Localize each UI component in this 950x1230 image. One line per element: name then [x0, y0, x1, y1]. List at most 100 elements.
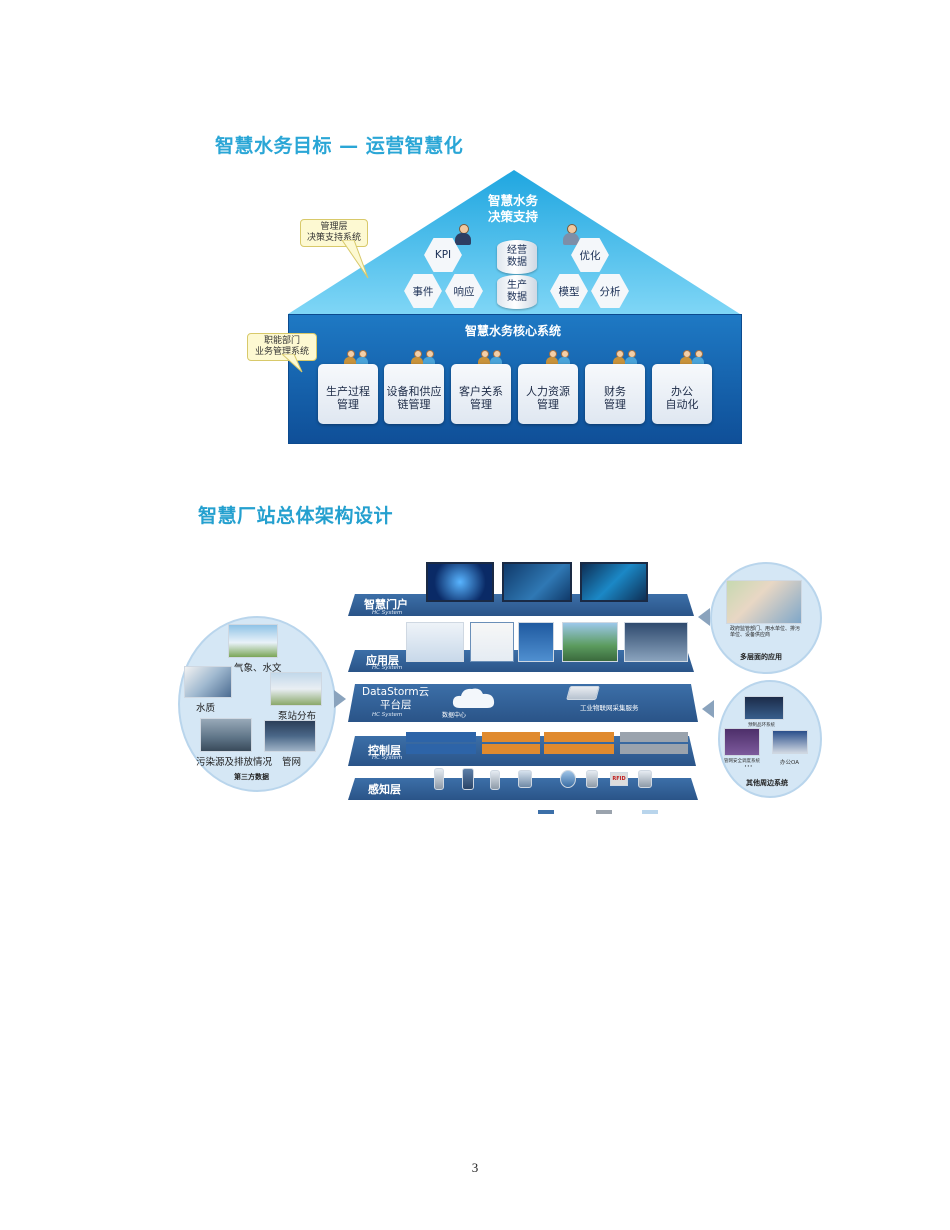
- business-data-cylinder: 经营数据: [497, 240, 537, 274]
- pollution-label: 污染源及排放情况: [196, 757, 273, 768]
- module-line1: 设备和供应: [386, 385, 442, 398]
- callout-line1: 管理层: [320, 222, 348, 232]
- production-data-cylinder: 生产数据: [497, 275, 537, 309]
- sensor-icon: [462, 768, 474, 790]
- application-layer-sub: HC System: [372, 665, 403, 671]
- analyst-person-icon: [562, 224, 580, 246]
- callout-pointer: [341, 240, 369, 279]
- app-screen-5: [624, 622, 688, 662]
- iot-label: 工业物联网采集服务: [580, 704, 639, 712]
- legend-swatch-light: [642, 810, 658, 814]
- sensor-icon: [434, 768, 444, 790]
- portal-layer-sub: HC System: [372, 610, 403, 616]
- sensor-icon: [638, 770, 652, 788]
- pump-label: 泵站分布: [278, 711, 317, 722]
- manager-person-icon: [454, 224, 472, 246]
- control-cell: [544, 732, 614, 742]
- output-arrow-icon: [698, 608, 710, 626]
- roof-title-line2: 决策支持: [487, 209, 538, 224]
- management-callout: 管理层 决策支持系统: [300, 219, 368, 247]
- module-line2: 管理: [604, 398, 626, 411]
- peripheral-sys3-label: 办公OA: [780, 760, 799, 766]
- portal-screen-1: [426, 562, 494, 602]
- module-office-automation: 办公自动化: [652, 364, 712, 424]
- platform-layer: [348, 684, 698, 722]
- users-icon: [411, 350, 437, 368]
- module-line1: 生产过程: [326, 385, 370, 398]
- platform-layer-name: DataStorm云: [362, 686, 430, 698]
- page-number: 3: [471, 1160, 479, 1175]
- figure2-title: 智慧厂站总体架构设计: [198, 505, 394, 527]
- platform-layer-sub: HC System: [372, 712, 403, 718]
- control-cell: [406, 744, 476, 754]
- module-line1: 人力资源: [526, 385, 570, 398]
- portal-layer-label: 智慧门户: [364, 598, 408, 611]
- peripheral-photo-3: [772, 730, 808, 754]
- sensor-icon: [586, 770, 598, 788]
- applications-text: 政府监管部门、用水单位、排污单位、设备供应商: [730, 626, 801, 638]
- rfid-tag: RFID: [610, 772, 628, 786]
- module-finance: 财务管理: [585, 364, 645, 424]
- control-layer-sub: HC System: [372, 755, 403, 761]
- callout-line1: 职能部门: [263, 336, 300, 346]
- application-layer-label: 应用层: [366, 654, 399, 667]
- cloud-icon: [452, 688, 495, 708]
- module-line1: 客户关系: [459, 385, 503, 398]
- weather-photo: [228, 624, 278, 658]
- module-line1: 办公: [671, 385, 693, 398]
- event-hex: 事件: [404, 274, 442, 308]
- department-callout: 职能部门 业务管理系统: [247, 333, 317, 361]
- app-screen-3: [518, 622, 554, 662]
- platform-layer-name2: 平台层: [380, 699, 412, 711]
- input-arrow-icon: [334, 690, 346, 708]
- business-data-line1: 经营: [507, 245, 527, 256]
- production-data-line2: 数据: [507, 292, 527, 303]
- module-line2: 自动化: [665, 398, 699, 411]
- iot-device: [566, 686, 600, 700]
- smart-water-house-diagram: 智慧水务 决策支持 KPI 事件 响应 经营数据 生产数据 优化 模型 分析 智…: [248, 168, 748, 446]
- datacenter-label: 数据中心: [442, 712, 467, 719]
- portal-screen-3: [580, 562, 648, 602]
- peripheral-sys2-label: 管网安全调度系统: [724, 759, 760, 764]
- figure1-title: 智慧水务目标 — 运营智慧化: [215, 135, 464, 157]
- weather-label: 气象、水文: [234, 663, 282, 674]
- response-hex: 响应: [445, 274, 483, 308]
- pipe-label: 管网: [282, 757, 302, 768]
- control-cell: [620, 744, 688, 754]
- pollution-photo: [200, 718, 252, 752]
- architecture-diagram: 气象、水文 水质 泵站分布 污染源及排放情况 管网 第三方数据 智慧门户 HC …: [178, 558, 822, 820]
- peripheral-dots: ···: [744, 762, 753, 772]
- module-line2: 链管理: [397, 398, 431, 411]
- pipe-photo: [264, 720, 316, 752]
- platform-layer-label: DataStorm云 平台层: [362, 686, 429, 712]
- control-cell: [406, 732, 476, 742]
- control-cell: [482, 744, 540, 754]
- module-customer: 客户关系管理: [451, 364, 511, 424]
- applications-label: 多层面的应用: [740, 653, 782, 661]
- legend-swatch-gray: [596, 810, 612, 814]
- module-line2: 管理: [537, 398, 559, 411]
- users-icon: [478, 350, 504, 368]
- applications-photo: [726, 580, 802, 624]
- module-hr: 人力资源管理: [518, 364, 578, 424]
- control-cell: [482, 732, 540, 742]
- business-data-line2: 数据: [507, 257, 527, 268]
- app-screen-2: [470, 622, 514, 662]
- callout-pointer: [281, 354, 303, 373]
- third-party-label: 第三方数据: [234, 773, 269, 781]
- portal-screen-2: [502, 562, 572, 602]
- app-screen-1: [406, 622, 464, 662]
- callout-line2: 决策支持系统: [306, 233, 361, 243]
- rfid-label: RFID: [612, 776, 626, 782]
- app-screen-4: [562, 622, 618, 662]
- sensor-icon: [560, 770, 576, 788]
- sensor-icon: [518, 770, 532, 788]
- quality-photo: [184, 666, 232, 698]
- roof-title: 智慧水务 决策支持: [473, 193, 553, 225]
- kpi-hex: KPI: [424, 238, 462, 272]
- pump-photo: [270, 672, 322, 706]
- sensor-icon: [490, 770, 500, 790]
- users-icon: [546, 350, 572, 368]
- control-cell: [620, 732, 688, 742]
- module-line2: 管理: [470, 398, 492, 411]
